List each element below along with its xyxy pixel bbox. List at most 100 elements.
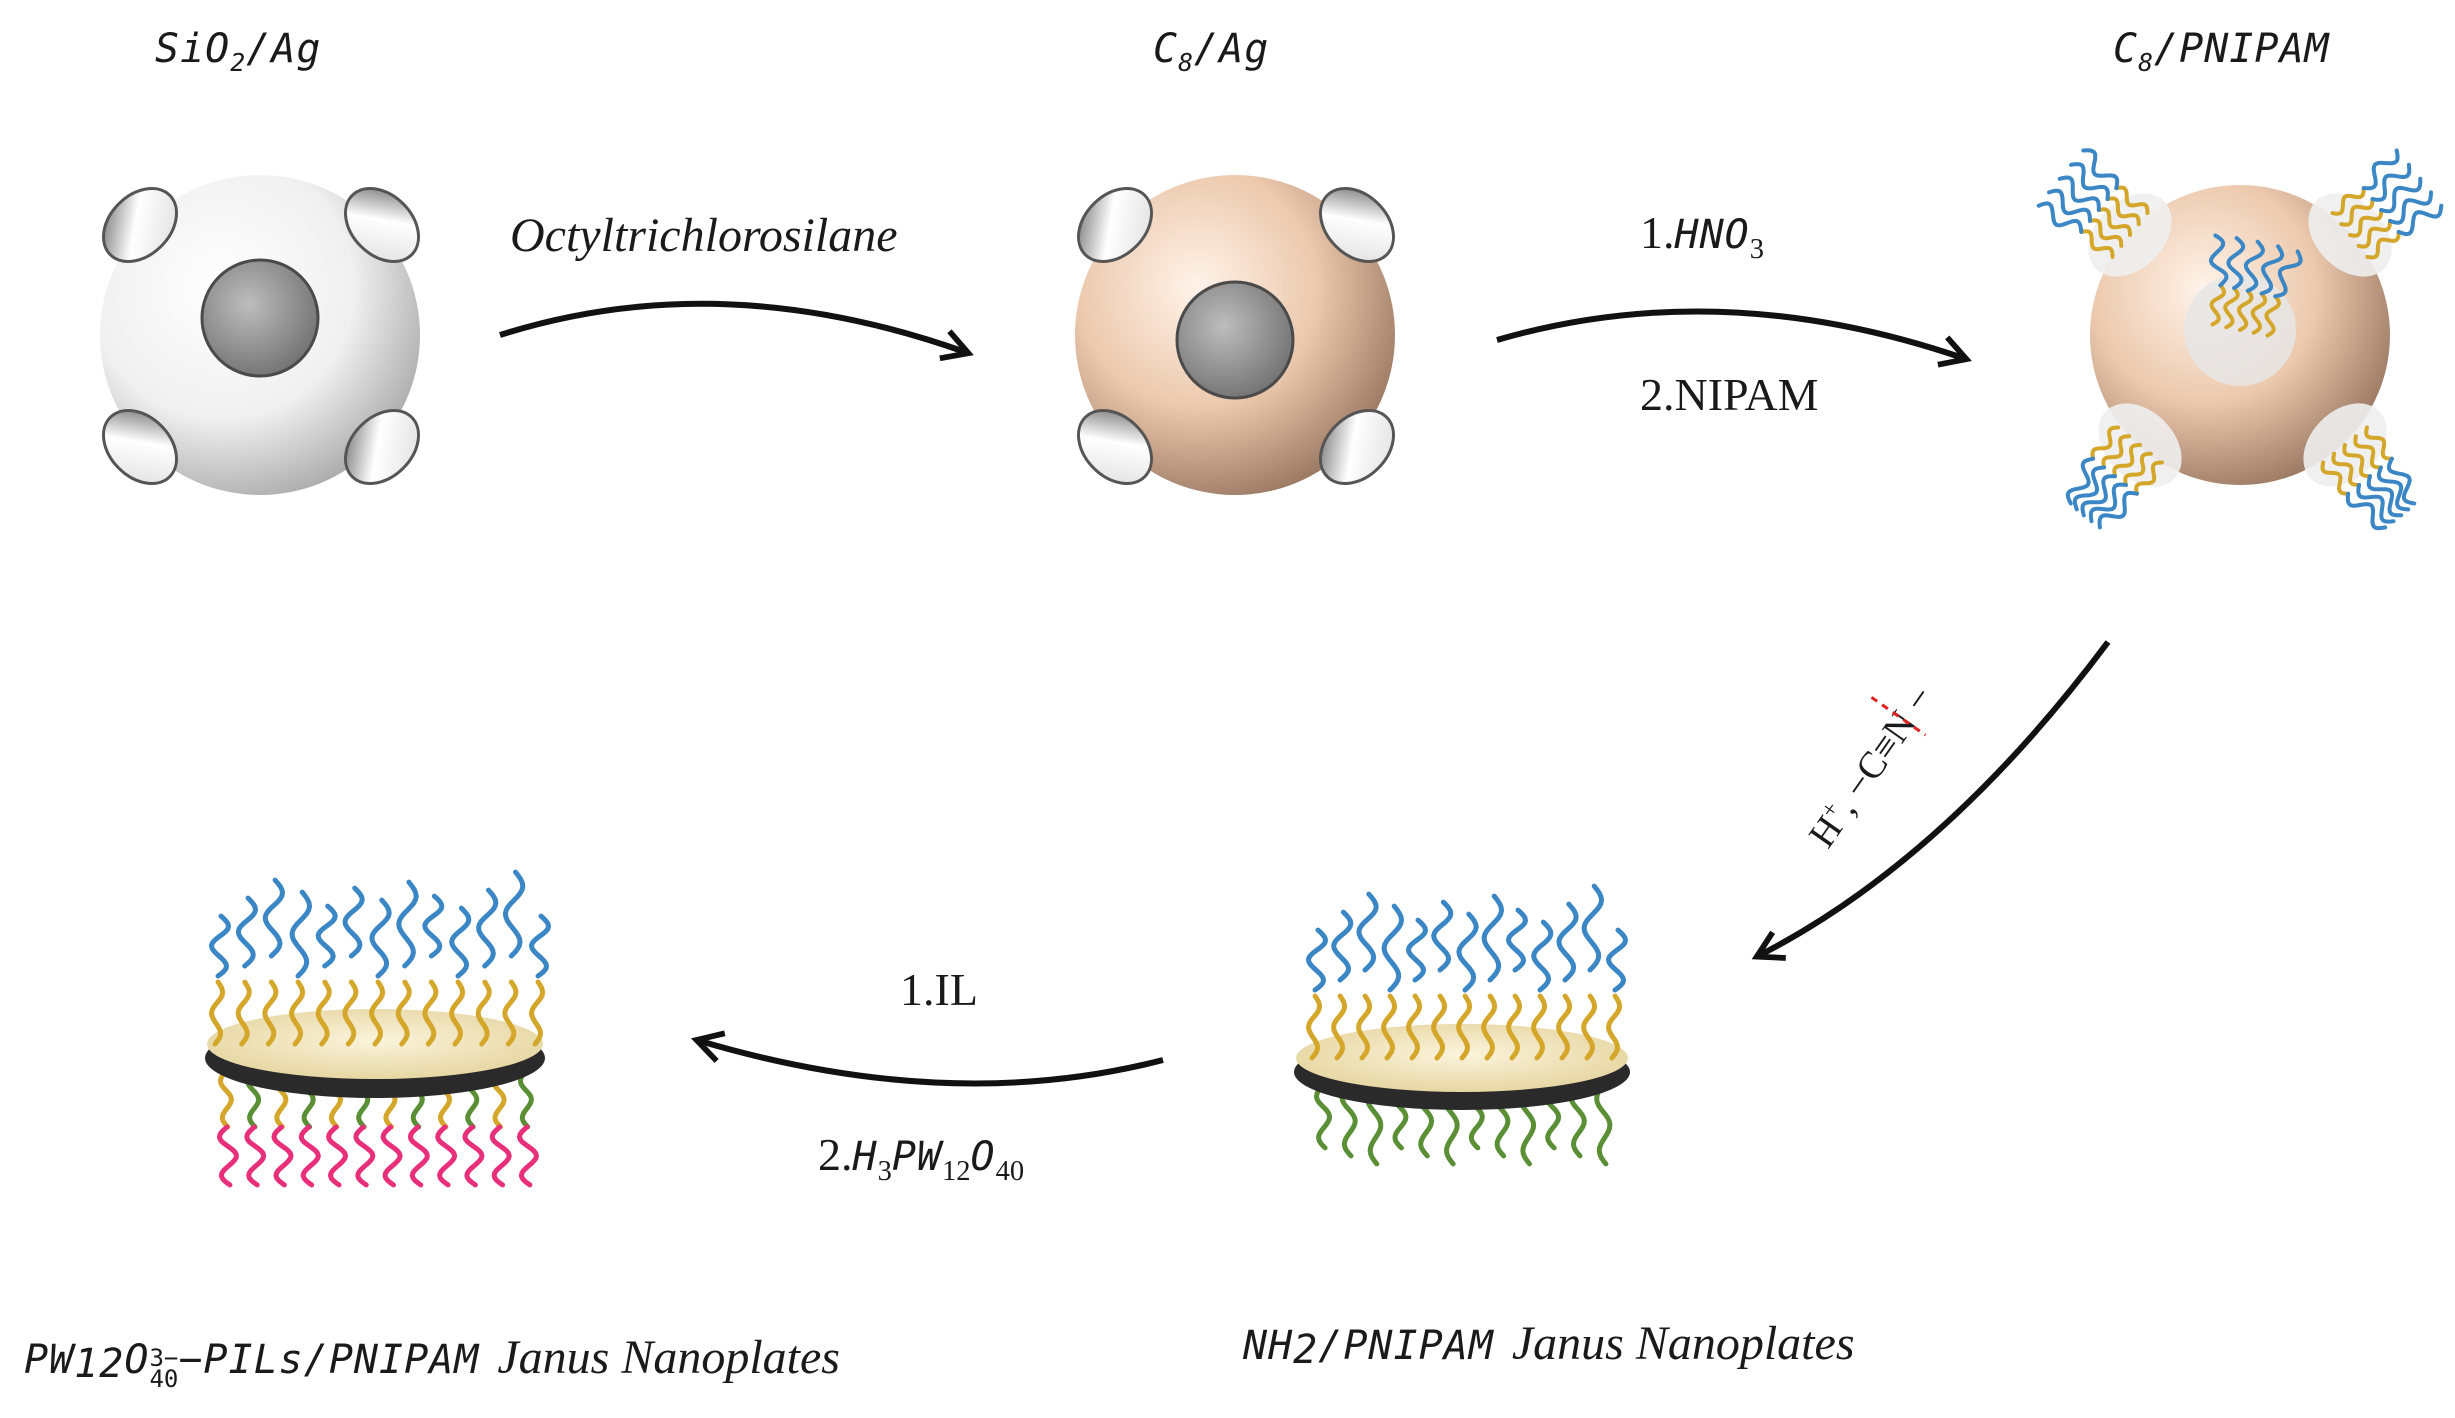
- step2-acid: HNO: [1675, 212, 1750, 258]
- c8pn-main: C: [2113, 26, 2138, 72]
- polymer-chain: [247, 1127, 264, 1185]
- polymer-chain: [1534, 922, 1551, 990]
- step4-line1: 1.IL: [900, 963, 978, 1016]
- polymer-chain: [1434, 902, 1451, 970]
- step3-conditions: H+, −C≡N −: [1785, 667, 1946, 858]
- pw-suffix: Janus Nanoplates: [497, 1331, 840, 1384]
- polymer-chain: [1309, 930, 1326, 990]
- step2-number: 1.: [1640, 207, 1675, 258]
- label-pw-pils-pnipam: PW12O3−40−PILs/PNIPAM Janus Nanoplates: [24, 1330, 840, 1391]
- nh2-pnipam-nanoplate: [1294, 886, 1630, 1164]
- polymer-chain: [1509, 910, 1526, 970]
- polymer-chain: [438, 1127, 455, 1185]
- label-c8-ag: C8/Ag: [1153, 26, 1269, 77]
- step4-number: 2.: [818, 1129, 853, 1180]
- polymer-chain: [221, 1072, 232, 1127]
- nh2-rest: /PNIPAM: [1318, 1323, 1494, 1369]
- polymer-chain: [1409, 920, 1426, 980]
- label-c8-pnipam: C8/PNIPAM: [2113, 26, 2330, 77]
- polymer-chain: [2049, 191, 2090, 221]
- pw-rest: −PILs/PNIPAM: [178, 1337, 479, 1383]
- polymer-chain: [1317, 1086, 1330, 1148]
- c8pn-sub: 8: [2138, 48, 2154, 77]
- polymer-chain: [1559, 904, 1576, 980]
- polymer-chain: [1584, 886, 1601, 970]
- pw-o: O: [124, 1337, 149, 1383]
- pw-sub2: 40: [149, 1369, 178, 1391]
- polymer-chain: [399, 882, 416, 966]
- arrow-step2: [1497, 311, 1963, 358]
- polymer-chain: [212, 916, 229, 976]
- pw-pils-pnipam-nanoplate: [205, 872, 549, 1185]
- polymer-chain: [238, 898, 255, 966]
- polymer-chain: [521, 1072, 532, 1127]
- c8ag-sub: 8: [1178, 48, 1194, 77]
- polymer-chain: [1384, 906, 1401, 990]
- polymer-chain: [274, 1127, 291, 1185]
- silver-core: [1177, 282, 1293, 398]
- sio2-rest: /Ag: [246, 26, 321, 72]
- sio2-sub: 2: [230, 48, 246, 77]
- polymer-chain: [465, 1127, 482, 1185]
- label-nh2-pnipam: NH2/PNIPAM Janus Nanoplates: [1243, 1316, 1855, 1373]
- polymer-chain: [452, 908, 469, 976]
- nh2-main: NH: [1243, 1323, 1293, 1369]
- step4-pw: PW: [892, 1134, 942, 1180]
- polymer-chain: [492, 1127, 509, 1185]
- sio2-ag-particle: [89, 174, 433, 498]
- polymer-chain: [2373, 165, 2410, 200]
- polymer-chain: [479, 890, 496, 966]
- polymer-chain: [2083, 150, 2117, 188]
- step2-acid-sub: 3: [1750, 234, 1764, 265]
- polymer-chain: [2060, 178, 2099, 211]
- arrow-step4: [700, 1041, 1163, 1083]
- label-sio2-ag: SiO2/Ag: [155, 26, 321, 77]
- polymer-chain: [220, 1127, 237, 1185]
- polymer-chain: [318, 906, 335, 966]
- polymer-chain: [372, 900, 389, 976]
- polymer-chain: [345, 888, 362, 956]
- pw-sub1: 12: [74, 1341, 124, 1387]
- arrow-step3: [1760, 642, 2108, 955]
- polymer-chain: [505, 872, 522, 956]
- polymer-chain: [1459, 914, 1476, 990]
- polymer-chain: [1334, 912, 1351, 980]
- pnipam-brush-layer: [212, 872, 549, 976]
- polymer-chain: [532, 916, 549, 976]
- step4-o: O: [971, 1134, 996, 1180]
- nh2-suffix: Janus Nanoplates: [1512, 1317, 1855, 1370]
- arrow-step1: [500, 304, 965, 352]
- step4-o-sub: 40: [996, 1156, 1025, 1187]
- sio2-main: SiO: [155, 26, 230, 72]
- c8-pnipam-particle: [2039, 150, 2442, 528]
- polymer-chain: [301, 1127, 318, 1185]
- polymer-chain: [425, 896, 442, 956]
- nh2-sub: 2: [1293, 1327, 1318, 1373]
- polymer-chain: [1609, 930, 1626, 990]
- pnipam-brush-layer: [1309, 886, 1626, 990]
- polymer-chain: [383, 1127, 400, 1185]
- step2-line1: 1.HNO3: [1640, 206, 1764, 266]
- polymer-chain: [410, 1127, 427, 1185]
- c8pn-rest: /PNIPAM: [2154, 26, 2330, 72]
- polymer-chain: [356, 1127, 373, 1185]
- polymer-chain: [1597, 1086, 1610, 1164]
- polymer-chain: [2381, 179, 2420, 212]
- step4-h: H: [853, 1134, 878, 1180]
- silver-core: [202, 260, 318, 376]
- polymer-chain: [292, 892, 309, 976]
- pw-pre: PW: [24, 1337, 74, 1383]
- svg-text:H+, −C≡N −: H+, −C≡N −: [1800, 678, 1942, 856]
- step4-pw-sub: 12: [942, 1156, 971, 1187]
- step1-reagent: Octyltrichlorosilane: [510, 208, 898, 263]
- polymer-chain: [1484, 896, 1501, 980]
- polymer-chain: [520, 1127, 537, 1185]
- step4-line2: 2.H3PW12O40: [818, 1128, 1024, 1188]
- c8ag-rest: /Ag: [1194, 26, 1269, 72]
- polymer-chain: [265, 880, 282, 956]
- step4-h-sub: 3: [878, 1156, 892, 1187]
- step2-line2: 2.NIPAM: [1640, 368, 1819, 421]
- polymer-chain: [2364, 151, 2398, 189]
- polymer-chain: [1359, 894, 1376, 970]
